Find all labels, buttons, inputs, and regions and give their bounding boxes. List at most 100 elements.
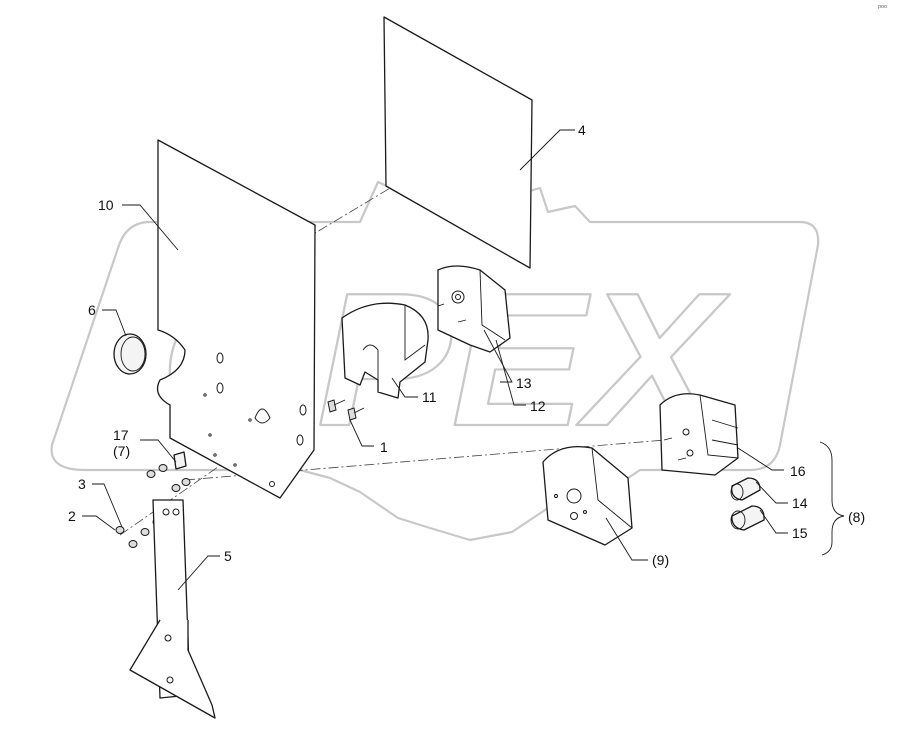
- part-1-bolts: [327, 399, 365, 421]
- part-16-rear-lamp: [659, 393, 739, 476]
- leader-17: [140, 439, 177, 463]
- label-17: 17: [113, 427, 129, 443]
- leader-3: [92, 483, 123, 528]
- plate-dot: [208, 433, 212, 437]
- leader-1: [349, 419, 374, 447]
- label-7: (7): [113, 443, 130, 459]
- leader-9: [605, 517, 648, 561]
- bracket-cover-body: [341, 302, 429, 399]
- bracket-stand-hole: [162, 508, 170, 516]
- plate-hole: [299, 404, 307, 416]
- lamp-housing-hole: [566, 488, 582, 504]
- leader-14: [755, 481, 788, 504]
- rear-lamp-socket: [686, 449, 694, 457]
- bulb-15-base: [730, 510, 746, 530]
- bulb-15-body: [731, 505, 765, 531]
- nut: [140, 528, 150, 536]
- bulb-14-body: [731, 477, 761, 501]
- label-10: 10: [98, 197, 114, 213]
- lamp-housing-body: [542, 445, 633, 546]
- plate-hole: [269, 481, 275, 487]
- group-8-bracket: [819, 441, 845, 556]
- bolt-head: [347, 407, 357, 421]
- label-2: 2: [68, 508, 76, 524]
- lamp-housing-dot: [554, 494, 558, 498]
- upper-lamp-pin: [437, 303, 445, 307]
- washer: [146, 470, 156, 478]
- washer: [158, 464, 168, 472]
- leader-6: [102, 309, 127, 337]
- bracket-cover-edge: [404, 305, 426, 361]
- part-10-mounting-plate: [156, 139, 316, 499]
- label-15: 15: [792, 525, 808, 541]
- bracket-stand-hole: [164, 634, 172, 642]
- plate-hole: [296, 434, 304, 446]
- rear-lamp-edge: [699, 394, 739, 459]
- round-cap-rim: [120, 336, 146, 372]
- rear-lamp-band: [711, 439, 739, 446]
- nut: [128, 540, 138, 548]
- plate-dot: [213, 453, 217, 457]
- leader-11: [391, 377, 418, 398]
- bulb-14-base: [730, 483, 744, 501]
- leader-2: [82, 515, 116, 531]
- plate-dot: [233, 463, 237, 467]
- leader-13: [483, 329, 513, 383]
- clip-body: [173, 451, 187, 470]
- label-9: (9): [652, 552, 669, 568]
- label-6: 6: [88, 302, 96, 318]
- label-1: 1: [380, 439, 388, 455]
- label-12: 12: [530, 398, 546, 414]
- part-14-bulb: [730, 477, 761, 501]
- rear-lamp-socket: [682, 428, 690, 436]
- lamp-housing-hole: [570, 512, 578, 520]
- leader-12: [495, 339, 526, 406]
- washer: [181, 478, 191, 486]
- rear-lamp-pin: [663, 437, 673, 441]
- mounting-plate-outline: [156, 139, 316, 499]
- plate-slot: [254, 408, 271, 424]
- part-15-bulb: [730, 505, 765, 531]
- nut: [115, 526, 125, 534]
- leader-lines: [82, 129, 788, 591]
- part-5-bracket-stand: [129, 499, 216, 719]
- bracket-stand-hole: [172, 508, 180, 516]
- upper-lamp-pin: [457, 319, 467, 323]
- rear-lamp-pin: [677, 457, 687, 461]
- bolt-shank: [333, 399, 346, 406]
- part-6-round-cap: [113, 333, 147, 375]
- corner-mark: ᵖᵒᵒ: [878, 3, 887, 12]
- bolt-shank: [353, 407, 365, 414]
- lamp-housing-edge: [591, 447, 633, 529]
- leader-5: [177, 555, 220, 591]
- upper-lamp-edge: [479, 269, 506, 341]
- label-4: 4: [578, 122, 586, 138]
- callout-labels: 4 10 6 11 13 12 1 17 (7) 3 2 5 (9) 16 14…: [68, 122, 865, 568]
- upper-lamp-socket: [455, 294, 461, 300]
- part-11-bracket-cover: [341, 302, 429, 399]
- label-8: (8): [848, 509, 865, 525]
- plate-hole: [216, 382, 224, 394]
- label-13: 13: [516, 375, 532, 391]
- leader-16: [737, 447, 784, 471]
- plate-hole: [216, 352, 224, 364]
- upper-lamp-body: [437, 265, 511, 353]
- leader-15: [759, 509, 788, 534]
- part-9-lamp-housing: [542, 445, 633, 546]
- round-cap-body: [113, 333, 147, 375]
- bracket-cover-slot: [362, 344, 379, 380]
- label-16: 16: [790, 463, 806, 479]
- leader-10: [122, 204, 179, 251]
- bracket-stand-foot: [129, 619, 216, 719]
- part-13-upper-lamp: [437, 265, 511, 353]
- part-17-clip: [173, 451, 187, 470]
- washer: [171, 484, 181, 492]
- label-11: 11: [422, 389, 437, 405]
- part-4-panel: [383, 16, 533, 269]
- watermark-gear-outline: [50, 168, 820, 542]
- bracket-stand-hole: [166, 676, 174, 684]
- bolt-head: [327, 399, 337, 413]
- label-5: 5: [224, 548, 232, 564]
- label-14: 14: [792, 495, 808, 511]
